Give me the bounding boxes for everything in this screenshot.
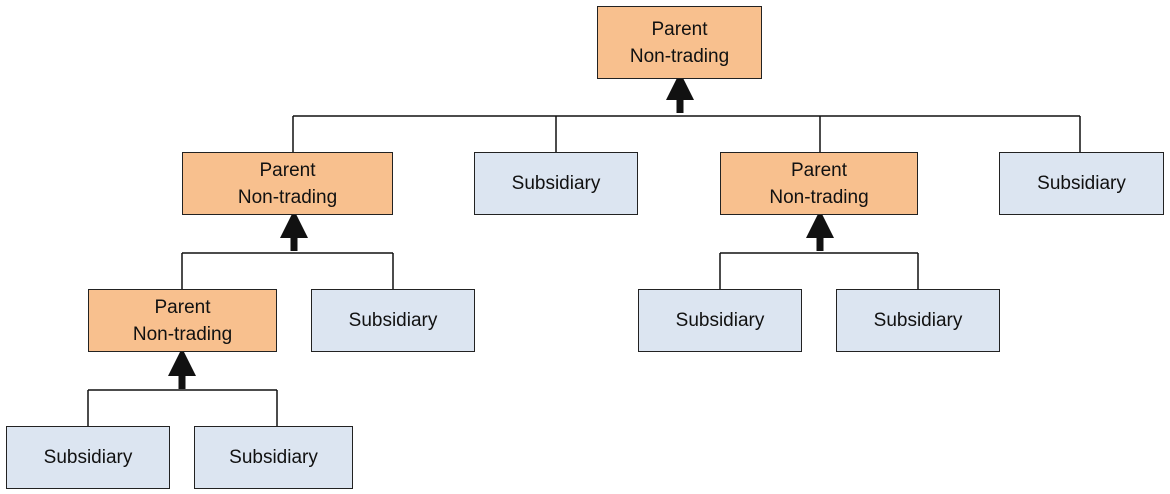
parent-node-top: Parent Non-trading <box>597 6 762 79</box>
subsidiary-label: Subsidiary <box>511 173 601 194</box>
subsidiary-label: Subsidiary <box>348 310 438 331</box>
subsidiary-label: Subsidiary <box>675 310 765 331</box>
subsidiary-node: Subsidiary <box>311 289 475 352</box>
subsidiary-node: Subsidiary <box>836 289 1000 352</box>
subsidiary-node: Subsidiary <box>638 289 802 352</box>
subsidiary-label: Subsidiary <box>1037 173 1126 194</box>
parent-node-left: Parent Non-trading <box>182 152 393 215</box>
non-trading-label: Non-trading <box>237 186 338 208</box>
subsidiary-node: Subsidiary <box>474 152 638 215</box>
parent-node-right: Parent Non-trading <box>720 152 918 215</box>
subsidiary-node: Subsidiary <box>999 152 1164 215</box>
non-trading-label: Non-trading <box>629 45 730 67</box>
non-trading-label: Non-trading <box>769 186 869 208</box>
connector-group-right-parent <box>719 210 919 289</box>
subsidiary-node: Subsidiary <box>194 426 353 489</box>
parent-label: Parent <box>651 18 708 40</box>
connector-group-bottom-left-parent <box>87 348 278 426</box>
subsidiary-label: Subsidiary <box>873 310 963 331</box>
parent-label: Parent <box>154 296 211 318</box>
parent-label: Parent <box>791 159 847 181</box>
subsidiary-label: Subsidiary <box>43 447 133 468</box>
subsidiary-node: Subsidiary <box>6 426 170 489</box>
subsidiary-label: Subsidiary <box>229 447 318 468</box>
non-trading-label: Non-trading <box>132 323 233 345</box>
connector-group-top-parent <box>292 72 1081 152</box>
connector-group-left-parent <box>181 210 394 289</box>
parent-node-bottom-left: Parent Non-trading <box>88 289 277 352</box>
parent-label: Parent <box>259 159 316 181</box>
